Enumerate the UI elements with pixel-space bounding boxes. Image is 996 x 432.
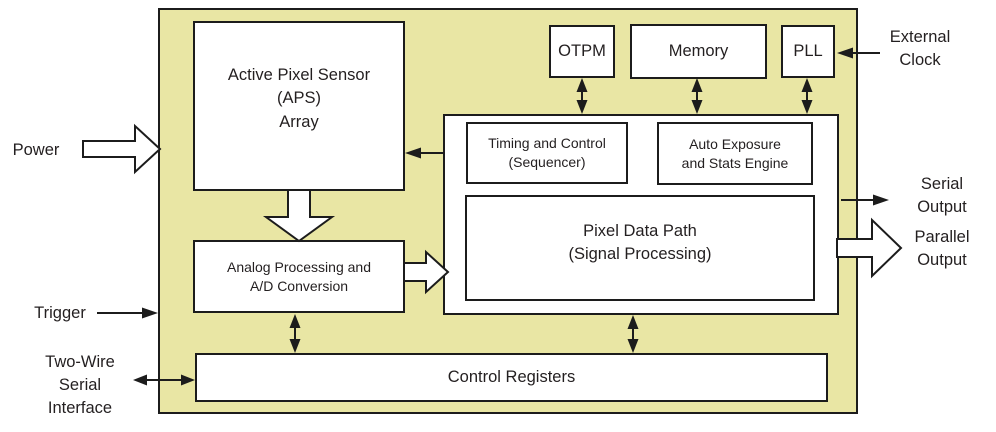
block-control-registers: Control Registers (195, 353, 828, 402)
block-timing-control-label: Timing and Control (Sequencer) (488, 135, 606, 170)
block-otpm: OTPM (549, 25, 615, 78)
block-memory: Memory (630, 24, 767, 79)
label-external-clock: External Clock (889, 28, 951, 69)
block-timing-control: Timing and Control (Sequencer) (466, 122, 628, 184)
label-trigger: Trigger (34, 304, 86, 322)
block-analog-processing-label: Analog Processing and A/D Conversion (227, 258, 371, 294)
block-auto-exposure-label: Auto Exposure and Stats Engine (681, 135, 789, 171)
label-two-wire-serial-interface: Two-Wire Serial Interface (45, 353, 115, 417)
block-aps-array-label: Active Pixel Sensor (APS) Array (227, 66, 371, 131)
power-input-arrow (82, 123, 162, 175)
label-power: Power (12, 141, 60, 159)
block-pll-label: PLL (793, 41, 823, 60)
block-pll: PLL (781, 25, 835, 78)
block-control-registers-label: Control Registers (447, 367, 576, 386)
block-memory-label: Memory (668, 41, 729, 60)
block-analog-processing: Analog Processing and A/D Conversion (193, 240, 405, 313)
block-pixel-data-path: Pixel Data Path (Signal Processing) (465, 195, 815, 301)
label-parallel-output: Parallel Output (914, 228, 970, 269)
label-serial-output: Serial Output (917, 175, 967, 216)
block-aps-array: Active Pixel Sensor (APS) Array (193, 21, 405, 191)
block-otpm-label: OTPM (558, 41, 606, 60)
block-auto-exposure: Auto Exposure and Stats Engine (657, 122, 813, 185)
block-pixel-data-path-label: Pixel Data Path (Signal Processing) (568, 221, 712, 263)
trigger-input-arrow (97, 307, 158, 319)
